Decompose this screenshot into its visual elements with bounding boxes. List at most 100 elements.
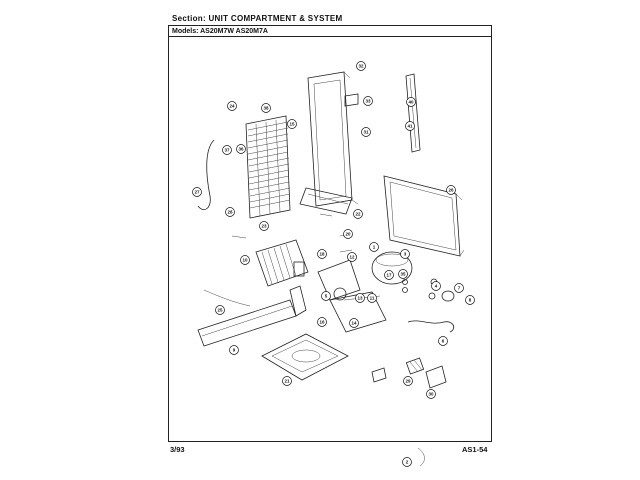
callout-circle [405, 121, 415, 131]
callout-21: 21 [282, 376, 292, 386]
callout-number: 30 [428, 392, 434, 397]
callout-circle [317, 249, 327, 259]
callout-23: 23 [259, 221, 269, 231]
callout-number: 2 [406, 460, 409, 465]
callout-number: 31 [363, 130, 369, 135]
callout-circle [426, 389, 436, 399]
callout-circle [287, 119, 297, 129]
models-label: Models: AS20M7W AS20M7A [169, 26, 491, 37]
callout-number: 33 [365, 99, 371, 104]
callout-number: 14 [351, 321, 357, 326]
callout-circle [321, 291, 331, 301]
fan-housing [255, 239, 309, 287]
callout-circle [317, 317, 327, 327]
callout-circle [261, 103, 271, 113]
callout-circle [438, 336, 448, 346]
callout-circle [347, 252, 357, 262]
callout-33: 33 [363, 96, 373, 106]
callout-26: 26 [446, 185, 456, 195]
callout-number: 13 [357, 296, 363, 301]
footer-code: AS1-54 [462, 445, 488, 454]
hardware-parts [231, 213, 455, 467]
callout-circle [240, 255, 250, 265]
callout-number: 9 [233, 348, 236, 353]
callout-41: 41 [405, 121, 415, 131]
callout-number: 37 [224, 148, 230, 153]
callout-30: 30 [426, 389, 436, 399]
callout-24: 24 [227, 101, 237, 111]
callout-number: 23 [261, 224, 267, 229]
callout-25: 25 [215, 305, 225, 315]
callout-number: 11 [370, 296, 375, 301]
callout-14: 14 [349, 318, 359, 328]
callout-32: 32 [356, 61, 366, 71]
callout-38: 38 [261, 103, 271, 113]
callout-number: 8 [469, 298, 472, 303]
callout-13: 13 [355, 293, 365, 303]
callout-number: 26 [448, 188, 454, 193]
callout-18: 18 [317, 249, 327, 259]
callout-circle [446, 185, 456, 195]
callout-number: 29 [405, 379, 411, 384]
callout-number: 28 [227, 210, 233, 215]
callout-number: 3 [404, 252, 407, 257]
footer-date: 3/93 [170, 445, 185, 454]
callout-number: 4 [435, 284, 438, 289]
back-panel [307, 71, 359, 207]
callout-31: 31 [361, 127, 371, 137]
callout-number: 22 [355, 212, 361, 217]
drip-pan [261, 333, 349, 381]
condenser-coil [245, 115, 291, 219]
callout-circle [369, 242, 379, 252]
callout-29: 29 [403, 376, 413, 386]
callout-number: 27 [194, 190, 200, 195]
callout-circle [343, 229, 353, 239]
callout-9: 9 [229, 345, 239, 355]
callout-22: 22 [353, 209, 363, 219]
callout-number: 38 [263, 106, 269, 111]
callout-circle [259, 221, 269, 231]
callout-number: 7 [458, 286, 461, 291]
drain-tray [299, 187, 353, 215]
callout-40: 40 [406, 97, 416, 107]
callout-number: 25 [217, 308, 223, 313]
callout-circle [229, 345, 239, 355]
callout-circle [282, 376, 292, 386]
callout-number: 16 [319, 320, 325, 325]
callout-circle [192, 187, 202, 197]
callout-1: 1 [369, 242, 379, 252]
start-relay [405, 357, 425, 375]
callout-16: 16 [317, 317, 327, 327]
side-strip [405, 73, 421, 153]
callout-36: 36 [236, 144, 246, 154]
cover-plate [425, 365, 447, 389]
callout-number: 10 [242, 258, 248, 263]
callout-number: 15 [289, 122, 295, 127]
callout-circle [222, 145, 232, 155]
callout-circle [363, 96, 373, 106]
callout-circle [349, 318, 359, 328]
callout-11: 11 [367, 293, 377, 303]
callout-27: 27 [192, 187, 202, 197]
callout-number: 18 [319, 252, 325, 257]
tubing-loop [197, 139, 215, 210]
callout-circle [353, 209, 363, 219]
callout-circle [367, 293, 377, 303]
base-rail [197, 285, 307, 347]
callout-4: 4 [431, 281, 441, 291]
callout-circle [403, 376, 413, 386]
callout-3: 3 [400, 249, 410, 259]
callout-10: 10 [240, 255, 250, 265]
callout-circle [398, 269, 408, 279]
callout-circle [402, 457, 412, 467]
callout-35: 35 [398, 269, 408, 279]
callout-number: 35 [400, 272, 406, 277]
callout-6: 6 [438, 336, 448, 346]
callout-7: 7 [454, 283, 464, 293]
callout-circle [465, 295, 475, 305]
callout-number: 21 [284, 379, 290, 384]
callout-12: 12 [347, 252, 357, 262]
callout-circle [431, 281, 441, 291]
callout-circle [406, 97, 416, 107]
